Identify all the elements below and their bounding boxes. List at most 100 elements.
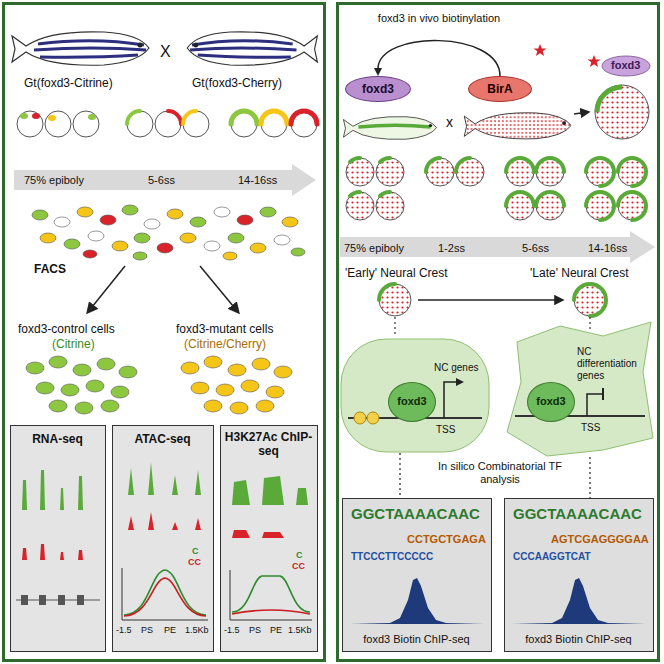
genome-track (77, 595, 84, 605)
cell-outline (354, 412, 366, 424)
label-text: PE (270, 625, 282, 636)
cell-cluster (228, 364, 246, 376)
zebrafish (187, 32, 317, 65)
embryo (380, 158, 390, 162)
method-box: H3K27Ac ChIP-seq (220, 425, 318, 652)
label-text: 5-6ss (148, 174, 175, 187)
sort-arrow (88, 266, 125, 312)
cell-cluster (49, 400, 67, 412)
genome-track (39, 595, 46, 605)
biotin-star (534, 44, 547, 56)
label-text: X (160, 42, 171, 61)
sorted-cells (204, 241, 220, 251)
connector (400, 453, 401, 498)
protein-oval: foxd3 (345, 76, 411, 102)
cell-outline (367, 412, 379, 424)
arrowhead (374, 68, 382, 76)
node-text: foxd3 (536, 395, 565, 408)
method-box: RNA-seq (10, 425, 106, 652)
transgenic-fish (343, 117, 436, 140)
zebrafish (12, 32, 149, 65)
node-text: TSS (436, 424, 455, 436)
method-box: ATAC-seq (112, 425, 214, 652)
genome-track (226, 530, 312, 538)
cell-cluster (75, 402, 93, 414)
panel-ground (220, 425, 318, 652)
embryo (291, 111, 317, 137)
node-text: GGCTAAAACAAC (513, 505, 642, 523)
transgenic-fish (562, 121, 566, 125)
transgenic-fish (429, 124, 432, 127)
embryo (536, 158, 564, 186)
node-text: CCTGCTGAGA (407, 533, 486, 546)
panel-ground (10, 425, 654, 652)
label-text: 75% epiboly (344, 242, 404, 255)
embryo (231, 111, 257, 137)
transgenic-fish (343, 117, 436, 140)
label-text: (Citrine) (52, 337, 95, 351)
label-text: PE (164, 625, 176, 636)
sorted-cells (157, 243, 173, 253)
embryo (506, 158, 534, 172)
panel-ground (10, 425, 106, 652)
embryo (574, 284, 606, 316)
embryo (506, 158, 534, 186)
label-text: 1.5Kb (185, 625, 209, 636)
label-text: C (296, 550, 303, 561)
node-text: ATAC-seq (113, 432, 212, 446)
label-text: foxd3 (611, 59, 640, 72)
label-text: 5-6ss (522, 242, 549, 255)
transgenic-fish (343, 113, 571, 140)
cell-cluster (204, 356, 222, 368)
cell-cluster (274, 366, 292, 378)
embryo (73, 111, 99, 137)
cell-outline (505, 320, 655, 457)
cell-cluster (241, 380, 259, 392)
sorted-cells (180, 233, 196, 243)
cell-cluster (111, 386, 129, 398)
sorted-cells (190, 217, 206, 227)
cell-cluster (204, 400, 222, 412)
cell-cluster (36, 382, 54, 394)
panel-frame (4, 4, 659, 661)
cell-cluster (86, 380, 104, 392)
embryo (346, 192, 374, 220)
embryo (350, 158, 646, 316)
cell-cluster (49, 356, 67, 368)
panel-ground (112, 425, 214, 652)
cell-shape: NC differentiation genesTSSfoxd3 (505, 320, 655, 457)
zebrafish (190, 48, 296, 50)
profile-plot (124, 570, 206, 615)
sorted-cells (214, 207, 230, 217)
embryo (183, 111, 209, 137)
genome-track (16, 470, 100, 510)
node-text: NC genes (434, 362, 478, 374)
zebrafish (192, 41, 293, 45)
label-text: -1.5 (116, 625, 132, 636)
node-text: foxd3 Biotin ChIP-seq (505, 633, 652, 646)
label-text: 75% epiboly (24, 174, 84, 187)
connector (590, 457, 591, 498)
label-text: 1.5Kb (288, 625, 312, 636)
embryo (155, 111, 181, 137)
embryo-patch (168, 111, 181, 124)
node-text: H3K27Ac ChIP-seq (223, 430, 314, 459)
embryo (379, 284, 411, 316)
cell-cluster (101, 400, 119, 412)
panel-ground (342, 498, 492, 652)
cell-cluster (256, 400, 274, 412)
label-text: Gt(foxd3-Citrine) (24, 76, 113, 90)
sorted-cells (228, 233, 244, 243)
embryo (586, 158, 614, 186)
embryo (350, 192, 360, 196)
connector-line (378, 41, 500, 76)
embryo (346, 56, 650, 337)
embryo (506, 192, 534, 206)
label-text: foxd3-mutant cells (176, 322, 273, 336)
embryo (376, 192, 404, 220)
sorted-cells (32, 210, 48, 220)
embryo (618, 192, 646, 220)
node-text: TTCCCTTCCCCC (351, 551, 433, 563)
profile-plot (124, 578, 206, 616)
